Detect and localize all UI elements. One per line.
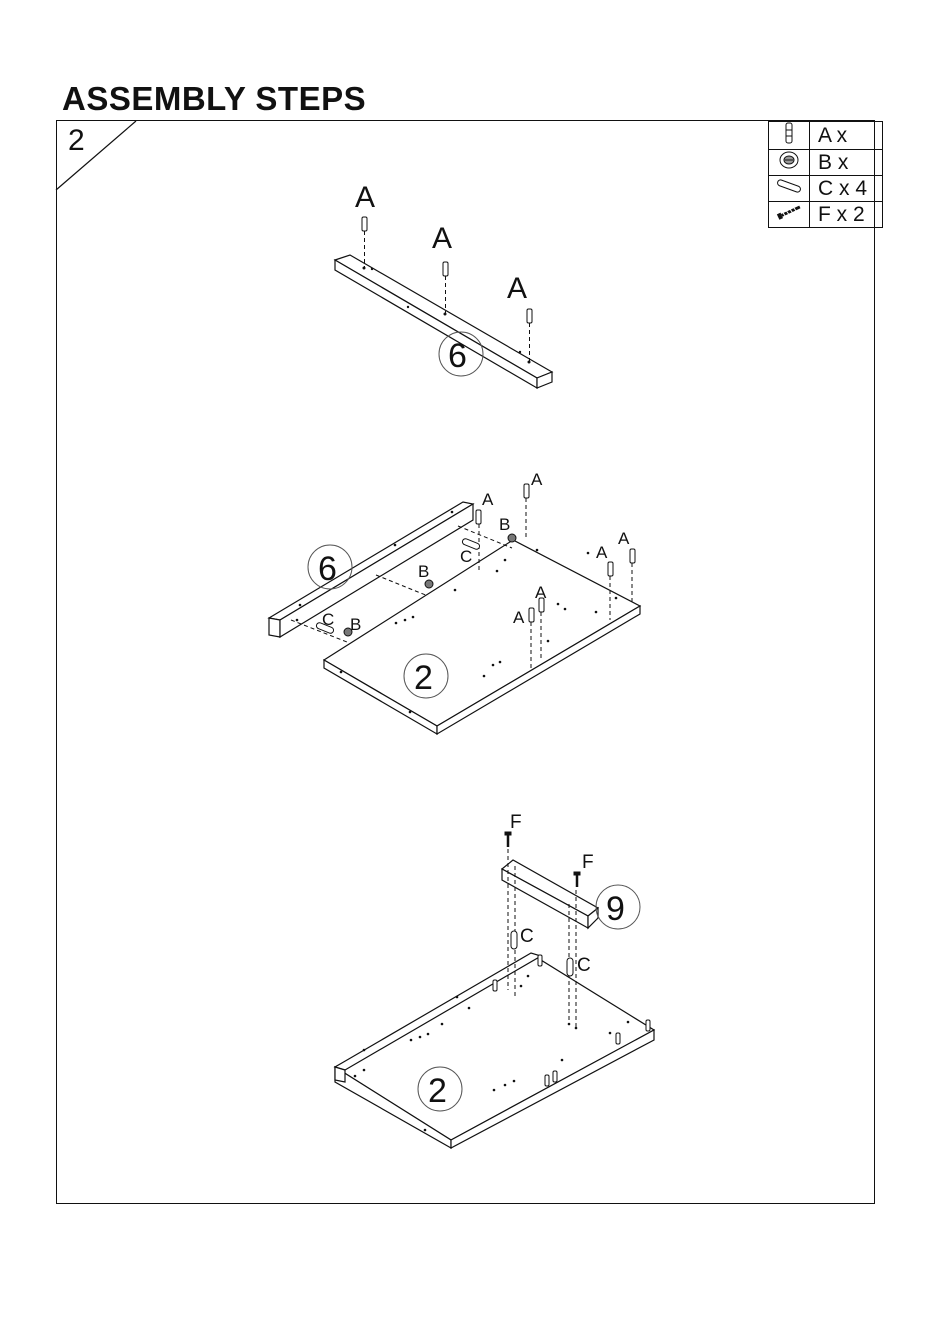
part-b-label: B	[499, 515, 510, 534]
part-b-label: B	[350, 615, 361, 634]
step-corner-line	[56, 121, 136, 190]
part-c-label: C	[460, 547, 472, 566]
part-a-label: A	[535, 583, 547, 602]
diagram-1: A A A 6	[335, 181, 552, 388]
part-a-label: A	[618, 529, 630, 548]
part-a-label: A	[432, 222, 452, 255]
panel-number: 2	[428, 1072, 447, 1110]
part-a-label: A	[355, 181, 375, 214]
panel-number: 2	[414, 659, 433, 697]
diagram-2: A A A A A A B B B C C 6 2	[269, 470, 640, 734]
part-f-label: F	[510, 812, 522, 833]
part-a-label: A	[507, 272, 527, 305]
part-b-label: B	[418, 562, 429, 581]
panel-number: 9	[606, 890, 625, 928]
part-a-label: A	[531, 470, 543, 489]
part-c-label: C	[322, 610, 334, 629]
part-a-label: A	[596, 543, 608, 562]
diagram-3: F F C C 9 2	[335, 812, 654, 1148]
part-f-label: F	[582, 852, 594, 873]
panel-number: 6	[318, 550, 337, 588]
part-a-label: A	[513, 608, 525, 627]
panel-number: 6	[448, 337, 467, 375]
part-a-label: A	[482, 490, 494, 509]
part-c-label: C	[520, 926, 534, 947]
part-c-label: C	[577, 955, 591, 976]
